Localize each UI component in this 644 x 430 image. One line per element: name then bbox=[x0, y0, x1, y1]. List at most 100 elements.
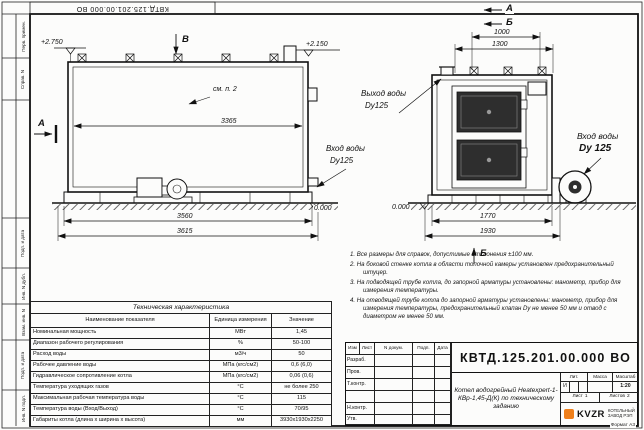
kvzr-logo-text: KVZR bbox=[577, 408, 605, 420]
spec-row: Габариты котла (длина х ширина х высота)… bbox=[30, 415, 332, 427]
inlet-water-right-label: Вход воды bbox=[577, 131, 619, 141]
spec-param: Температура воды (Вход/Выход) bbox=[30, 404, 210, 416]
dim-3365: 3365 bbox=[220, 118, 238, 125]
dimensions-right-top bbox=[454, 32, 554, 73]
spec-param: Температура уходящих газов bbox=[30, 382, 210, 394]
tb-header-podp: Подп. bbox=[413, 343, 435, 355]
marker-b-top: Б bbox=[505, 17, 514, 28]
tb-lit-value: И bbox=[561, 382, 570, 393]
spec-unit: МПа (кгс/см2) bbox=[209, 371, 272, 383]
margin-label-text: Инв. N дубл. bbox=[20, 272, 26, 300]
tb-empty-cell bbox=[375, 355, 413, 367]
inlet-water-label: Вход воды bbox=[326, 144, 365, 153]
spec-unit: МПа (кгс/см2) bbox=[209, 360, 272, 372]
pump-motor bbox=[136, 177, 163, 198]
dim-3615: 3615 bbox=[176, 228, 194, 235]
spec-unit: % bbox=[209, 338, 272, 350]
level-mark-mid: +2.150 bbox=[305, 41, 329, 48]
tb-empty-cell bbox=[413, 367, 435, 379]
lifting-lugs-right bbox=[469, 66, 547, 76]
spec-unit: °С bbox=[209, 404, 272, 416]
kvzr-logo-icon bbox=[564, 409, 574, 419]
spec-param: Гидравлическое сопротивление котла bbox=[30, 371, 210, 383]
margin-label-sprav-n: Справ. N bbox=[16, 58, 30, 100]
tb-empty-cell bbox=[435, 403, 451, 415]
boiler-base bbox=[427, 194, 557, 204]
dim-1770: 1770 bbox=[479, 213, 497, 220]
margin-label-podp-data-2: Подп. и дата bbox=[16, 340, 30, 390]
spec-unit: мм bbox=[209, 415, 272, 427]
tb-sheet-value: 1 bbox=[584, 394, 588, 400]
view-marker-b: В bbox=[181, 34, 190, 45]
left-view bbox=[34, 34, 340, 241]
tb-role-row: Т.контр. bbox=[346, 379, 451, 391]
company-cell: KVZR КОТЕЛЬНЫЙ ЗАВОД РЭП bbox=[561, 403, 639, 425]
dim-3560: 3560 bbox=[176, 213, 194, 220]
tb-empty-cell bbox=[375, 415, 413, 425]
tb-role-nkontr: Н.контр. bbox=[346, 403, 375, 415]
tb-lit-label: Лит. bbox=[561, 373, 588, 382]
title-block-right: КВТД.125.201.00.000 ВО Котел водогрейный… bbox=[451, 343, 639, 425]
spec-value: 115 bbox=[271, 393, 332, 405]
tb-empty-cell bbox=[375, 367, 413, 379]
title-block-bottom: Котел водогрейный Heatexpert-1-КВр-1,45-… bbox=[452, 373, 639, 425]
title-block: Изм Лист N докум. Подп. Дата Разраб. Про… bbox=[345, 342, 639, 426]
spec-unit: МВт bbox=[209, 327, 272, 339]
top-doc-number: КВТД.125.201.00.000 ВО bbox=[76, 5, 169, 12]
note-3: 3. На подводящей трубе котла, до запорно… bbox=[350, 279, 621, 295]
tb-role-razrab: Разраб. bbox=[346, 355, 375, 367]
boiler-body-side bbox=[67, 61, 309, 193]
spec-value: 50-100 bbox=[271, 338, 332, 350]
spec-value: 0,06 (0,6) bbox=[271, 371, 332, 383]
level-mark-zero-left: 0.000 bbox=[313, 205, 333, 212]
company-name: КОТЕЛЬНЫЙ ЗАВОД РЭП bbox=[607, 408, 635, 418]
note-4: 4. На отводящей трубе котла до запорной … bbox=[350, 297, 618, 321]
spec-param: Габариты котла (длина х ширина х высота) bbox=[30, 415, 210, 427]
pump-unit bbox=[133, 177, 193, 204]
tb-scale-label: Масштаб bbox=[613, 373, 639, 382]
tb-scale-value: 1:20 bbox=[613, 382, 639, 393]
tb-empty-cell bbox=[375, 379, 413, 391]
spec-unit: м3/ч bbox=[209, 349, 272, 361]
note-2: 2. На боковой стенке котла в области топ… bbox=[350, 261, 614, 277]
tb-mass-label: Масса bbox=[588, 373, 613, 382]
marker-b-bottom: Б bbox=[479, 248, 488, 259]
tb-meta-values: И 1:20 bbox=[561, 382, 639, 393]
level-marks-left bbox=[54, 47, 340, 210]
margin-label-text: Инв. N подл. bbox=[20, 394, 26, 422]
tb-empty-cell bbox=[346, 391, 375, 403]
dim-1000: 1000 bbox=[493, 29, 511, 36]
outlet-nozzle bbox=[440, 66, 454, 76]
spec-param: Номинальная мощность bbox=[30, 327, 210, 339]
spec-col-header: Единица измерения bbox=[209, 313, 272, 328]
tb-empty-cell bbox=[413, 403, 435, 415]
tb-role-prov: Пров. bbox=[346, 367, 375, 379]
tb-empty-cell bbox=[435, 367, 451, 379]
see-note-leader bbox=[188, 96, 211, 105]
marker-a-top: А bbox=[505, 3, 514, 14]
title-block-header-row: Изм Лист N докум. Подп. Дата bbox=[346, 343, 451, 355]
tb-header-docnum: N докум. bbox=[375, 343, 413, 355]
tb-role-tkontr: Т.контр. bbox=[346, 379, 375, 391]
spec-value: 3930х1930х2250 bbox=[271, 415, 332, 427]
tb-empty-cell bbox=[435, 391, 451, 403]
stack bbox=[283, 45, 297, 63]
level-zero-right bbox=[419, 202, 430, 210]
spec-unit: °С bbox=[209, 382, 272, 394]
tb-empty-cell bbox=[375, 391, 413, 403]
tb-mass-value bbox=[588, 382, 613, 393]
tb-empty-cell bbox=[435, 415, 451, 425]
outlet-water-label: Выход воды bbox=[361, 89, 406, 98]
blower-fan bbox=[551, 170, 592, 204]
tb-empty-cell bbox=[570, 382, 579, 393]
right-view bbox=[408, 7, 636, 264]
product-name: Котел водогрейный Heatexpert-1-КВр-1,45-… bbox=[452, 373, 561, 425]
tb-empty-cell bbox=[579, 382, 588, 393]
tb-role-row: Утв. bbox=[346, 415, 451, 425]
